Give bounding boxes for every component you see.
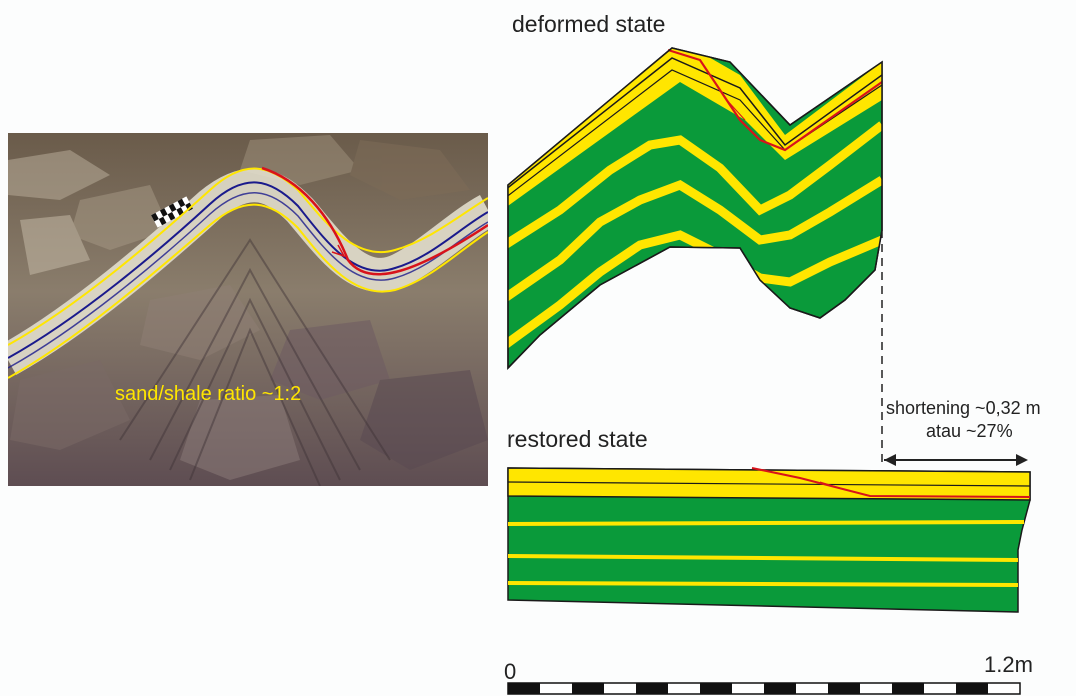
scale-bar-segment [828, 683, 860, 694]
deformed-fault [667, 48, 883, 152]
deformed-sand-layer-2 [508, 176, 882, 302]
restored-sand-layer-1 [507, 520, 1025, 526]
outcrop-photo: sand/shale ratio ~1:2 [8, 133, 488, 486]
scale-card [151, 196, 193, 228]
scale-bar-segment [892, 683, 924, 694]
scale-end-label: 1.2m [984, 652, 1033, 677]
scale-bar-segment [956, 683, 988, 694]
scale-bar: 0 1.2m [504, 652, 1033, 695]
bed-bottom-trace [8, 203, 488, 379]
deformed-section [507, 47, 883, 370]
scale-start-label: 0 [504, 659, 516, 684]
scale-bar-segment [508, 683, 540, 694]
scale-bar-segment [636, 683, 668, 694]
shortening-annotation: shortening ~0,32 m atau ~27% [884, 398, 1041, 466]
deformed-sand-layer-3 [508, 230, 882, 349]
restored-sand-layer-2 [507, 554, 1019, 562]
shortening-line2: atau ~27% [926, 421, 1013, 441]
bed-blue-trace [8, 181, 488, 359]
scale-bar-segment [764, 683, 796, 694]
bed-top-trace [8, 167, 488, 346]
deformed-state-title: deformed state [512, 11, 665, 37]
shortening-line1: shortening ~0,32 m [886, 398, 1041, 418]
restored-sand-layer-3 [507, 581, 1019, 587]
photo-fault-trace [261, 166, 488, 276]
deformed-sand-layer-1 [508, 121, 882, 249]
restored-section [507, 467, 1031, 613]
photo-caption: sand/shale ratio ~1:2 [115, 383, 301, 405]
restored-state-title: restored state [507, 426, 648, 452]
scale-bar-segment [572, 683, 604, 694]
scale-bar-segment [700, 683, 732, 694]
